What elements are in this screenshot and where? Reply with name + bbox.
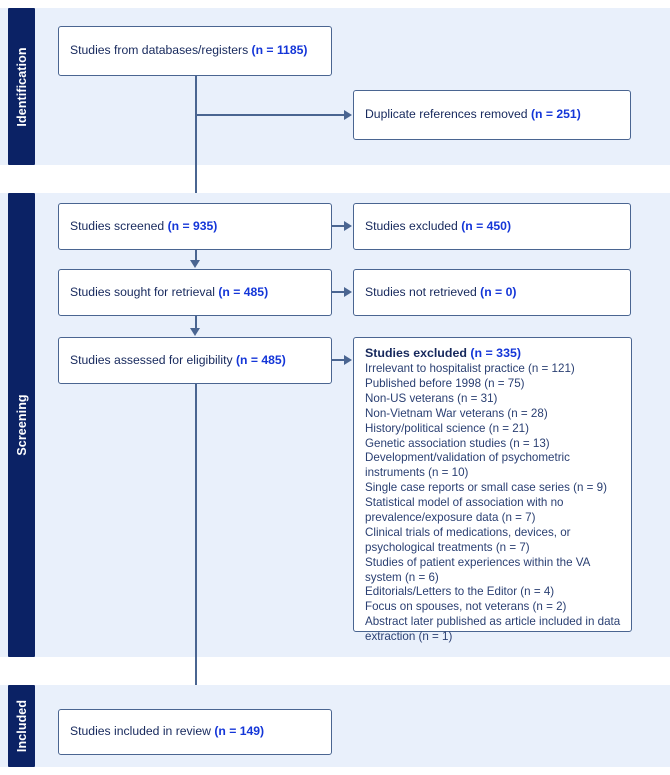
- list-item: Genetic association studies (n = 13): [365, 436, 550, 450]
- phase-label-identification: Identification: [14, 46, 29, 127]
- node-studies-from-databases-count: (n = 1185): [251, 43, 308, 58]
- node-studies-sought-for-retrieval[interactable]: Studies sought for retrieval (n = 485): [58, 269, 332, 316]
- list-item: prevalence/exposure data (n = 7): [365, 511, 536, 525]
- phase-label-included: Included: [14, 699, 29, 753]
- list-item: Non-Vietnam War veterans (n = 28): [365, 406, 548, 420]
- connector-trunk-identification: [195, 76, 197, 200]
- node-studies-included-in-review-count: (n = 149): [214, 724, 265, 739]
- node-studies-assessed-for-eligibility-count: (n = 485): [235, 352, 286, 367]
- connector-sought-to-assessed: [195, 316, 197, 328]
- node-studies-sought-for-retrieval-text: Studies sought for retrieval (n = 485): [70, 284, 269, 299]
- arrowhead-sought-to-assessed: [190, 328, 200, 336]
- node-studies-included-in-review[interactable]: Studies included in review (n = 149): [58, 709, 332, 755]
- list-item: Irrelevant to hospitalist practice (n = …: [365, 362, 575, 376]
- node-duplicate-references-removed-text: Duplicate references removed (n = 251): [365, 107, 581, 122]
- node-studies-assessed-for-eligibility-text: Studies assessed for eligibility (n = 48…: [70, 352, 286, 367]
- connector-screened-to-sought: [195, 250, 197, 261]
- list-item: Focus on spouses, not veterans (n = 2): [365, 600, 567, 614]
- connector-assessed-to-included: [195, 384, 197, 706]
- list-item: History/political science (n = 21): [365, 421, 529, 435]
- node-duplicate-references-removed-count: (n = 251): [530, 107, 581, 122]
- connector-to-duplicates: [195, 114, 345, 116]
- list-item: extraction (n = 1): [365, 630, 453, 644]
- exclusions-heading-count: (n = 335): [470, 346, 521, 360]
- node-studies-not-retrieved-count: (n = 0): [480, 284, 517, 299]
- node-studies-included-in-review-text: Studies included in review (n = 149): [70, 724, 265, 739]
- node-studies-from-databases[interactable]: Studies from databases/registers (n = 11…: [58, 26, 332, 76]
- node-studies-screened-text: Studies screened (n = 935): [70, 218, 218, 233]
- list-item: Published before 1998 (n = 75): [365, 377, 525, 391]
- list-item: Studies of patient experiences within th…: [365, 555, 591, 569]
- node-studies-not-retrieved-text: Studies not retrieved (n = 0): [365, 284, 517, 299]
- node-studies-screened[interactable]: Studies screened (n = 935): [58, 203, 332, 250]
- list-item: system (n = 6): [365, 570, 439, 584]
- list-item: Editorials/Letters to the Editor (n = 4): [365, 585, 555, 599]
- list-item: Statistical model of association with no: [365, 496, 564, 510]
- node-studies-sought-for-retrieval-count: (n = 485): [218, 284, 269, 299]
- arrowhead-to-duplicates: [344, 110, 352, 120]
- phase-tab-included: Included: [8, 685, 35, 767]
- list-item: Clinical trials of medications, devices,…: [365, 525, 571, 539]
- arrowhead-assessed-to-reasons: [344, 355, 352, 365]
- phase-tab-screening: Screening: [8, 193, 35, 657]
- list-item: Single case reports or small case series…: [365, 481, 607, 495]
- node-studies-excluded-450[interactable]: Studies excluded (n = 450): [353, 203, 631, 250]
- exclusions-heading: Studies excluded (n = 335): [365, 346, 521, 360]
- node-studies-assessed-for-eligibility[interactable]: Studies assessed for eligibility (n = 48…: [58, 337, 332, 384]
- connector-sought-to-not-retrieved: [332, 291, 345, 293]
- node-studies-excluded-with-reasons[interactable]: Studies excluded (n = 335) Irrelevant to…: [353, 337, 632, 643]
- list-item: Abstract later published as article incl…: [365, 615, 621, 629]
- exclusions-reason-list: Irrelevant to hospitalist practice (n = …: [365, 362, 621, 645]
- node-duplicate-references-removed[interactable]: Duplicate references removed (n = 251): [353, 90, 631, 140]
- list-item: psychological treatments (n = 7): [365, 540, 530, 554]
- node-studies-excluded-450-text: Studies excluded (n = 450): [365, 218, 512, 233]
- node-studies-not-retrieved[interactable]: Studies not retrieved (n = 0): [353, 269, 631, 316]
- connector-screened-to-excluded: [332, 225, 345, 227]
- node-studies-excluded-450-count: (n = 450): [461, 218, 512, 233]
- arrowhead-sought-to-not-retrieved: [344, 287, 352, 297]
- phase-label-screening: Screening: [14, 394, 29, 456]
- node-studies-screened-count: (n = 935): [167, 218, 218, 233]
- list-item: Development/validation of psychometric: [365, 451, 570, 465]
- arrowhead-screened-to-sought: [190, 260, 200, 268]
- connector-assessed-to-reasons: [332, 359, 345, 361]
- node-studies-from-databases-text: Studies from databases/registers (n = 11…: [70, 43, 308, 58]
- list-item: Non-US veterans (n = 31): [365, 391, 498, 405]
- arrowhead-screened-to-excluded: [344, 221, 352, 231]
- phase-tab-identification: Identification: [8, 8, 35, 165]
- list-item: instruments (n = 10): [365, 466, 469, 480]
